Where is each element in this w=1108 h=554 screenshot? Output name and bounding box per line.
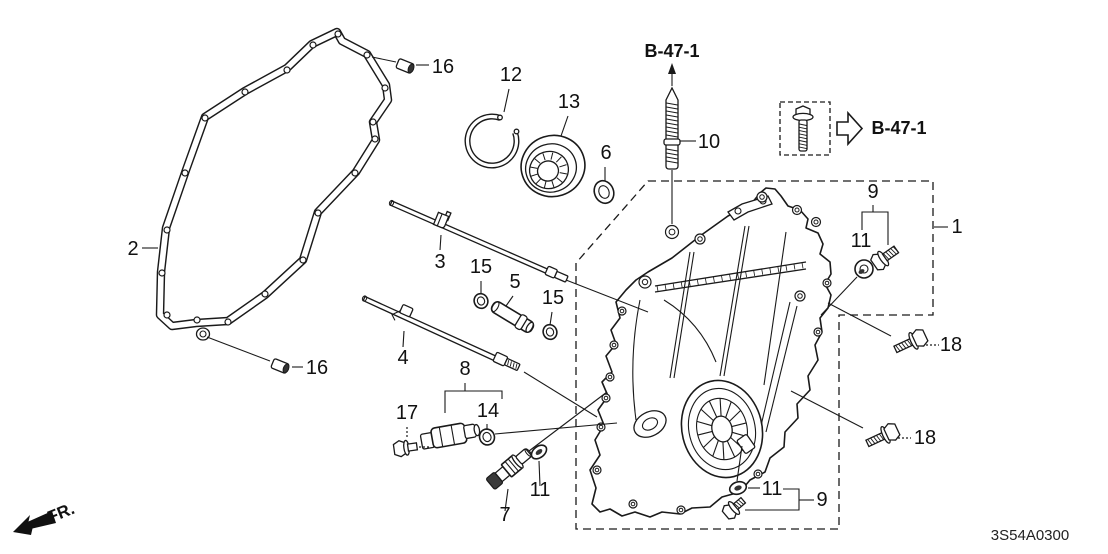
callout-label-7: 7 [499, 504, 510, 526]
callout-label-10: 10 [698, 131, 720, 153]
callout-label-13: 13 [558, 91, 580, 113]
clip-3 [432, 211, 450, 229]
dowel-pin-top [395, 58, 415, 74]
callout-label-11: 11 [762, 478, 783, 500]
callout-label-9: 9 [816, 489, 827, 511]
callout-label-5: 5 [509, 271, 520, 293]
callout-label-8: 8 [459, 358, 470, 380]
bearing-rollers [529, 152, 568, 189]
callout-label-4: 4 [397, 347, 408, 369]
callout-label-14: 14 [477, 400, 499, 422]
bolt-9-bottom [721, 496, 747, 520]
ref-arrow-icon [836, 110, 864, 147]
clip-4 [391, 304, 414, 321]
callout-label-11: 11 [851, 230, 872, 252]
bearing [520, 134, 586, 198]
pipe-5 [490, 301, 535, 333]
callout-label-12: 12 [500, 64, 522, 86]
front-direction-marker: FR. [13, 499, 77, 535]
o-ring-15a [473, 292, 489, 310]
washer-11-bottom [728, 480, 748, 496]
callout-label-3: 3 [434, 251, 445, 273]
callout-label-18: 18 [940, 334, 962, 356]
snap-ring [464, 113, 520, 169]
callout-label-2: 2 [127, 238, 138, 260]
bolt-17 [392, 439, 419, 458]
up-arrow-icon [668, 63, 676, 74]
o-ring-14 [478, 428, 496, 446]
callout-label-11: 11 [530, 479, 551, 501]
callout-label-15: 15 [542, 287, 564, 309]
washer-11-mid [530, 444, 548, 460]
fr-arrow-icon [13, 511, 56, 535]
callout-label-1: 1 [951, 216, 962, 238]
leader-lines [142, 56, 948, 512]
sensor-boss [633, 410, 667, 438]
part1-dashed-boundary [575, 180, 934, 530]
callout-label-9: 9 [867, 181, 878, 203]
side-cover [589, 187, 832, 518]
diagram-code: 3S54A0300 [991, 527, 1069, 544]
callout-label-16: 16 [432, 56, 454, 78]
drain-boss [736, 434, 756, 454]
callout-label-17: 17 [396, 402, 418, 424]
ref-label-b47-side: B-47-1 [871, 118, 926, 138]
bolt-18-lower [865, 423, 901, 448]
washer-11-top [854, 259, 874, 279]
fr-label: FR. [45, 499, 78, 527]
cover-bolt-bosses [592, 191, 832, 515]
gasket-bolt-holes [158, 30, 389, 326]
callout-label-6: 6 [600, 142, 611, 164]
sensor-7 [486, 448, 533, 490]
stud-bolt [663, 63, 681, 224]
ref-label-b47-top: B-47-1 [644, 41, 699, 61]
sensor-8 [419, 422, 481, 450]
callout-label-18: 18 [914, 427, 936, 449]
gasket [155, 27, 393, 341]
o-ring-15b [542, 323, 558, 341]
callout-label-15: 15 [470, 256, 492, 278]
dowel-pin-bottom [270, 358, 290, 374]
callout-label-16: 16 [306, 357, 328, 379]
oil-seal [593, 179, 615, 205]
bolt-18-upper [893, 329, 929, 354]
bolt-9-top [869, 245, 900, 271]
clutch-disc [680, 379, 764, 479]
ref-bolt-box [779, 101, 831, 156]
